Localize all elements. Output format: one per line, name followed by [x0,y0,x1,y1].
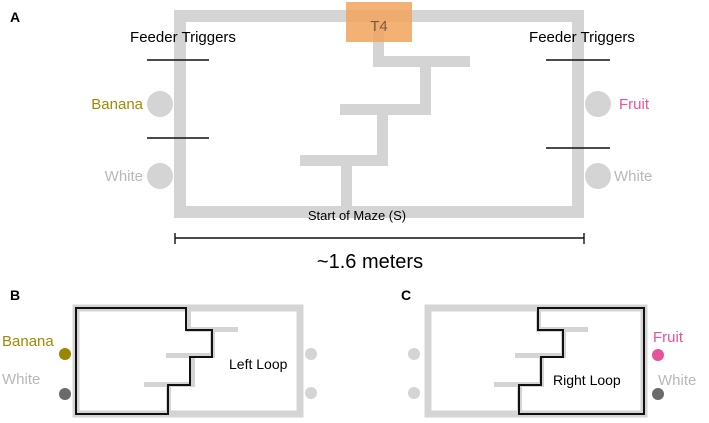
start-of-maze-label: Start of Maze (S) [308,208,406,223]
white-left-label-a: White [105,168,143,185]
feeder-white-c [652,388,664,400]
feeder-fruit-a [585,91,611,117]
t4-label: T4 [370,18,388,35]
panel-c-letter: C [401,287,411,303]
feeder-right-top-b [305,348,317,360]
feeder-white-left-a [147,163,173,189]
white-label-b: White [2,371,40,388]
right-loop-path [518,307,645,415]
feeder-left-bottom-c [408,387,420,399]
feeder-right-bottom-b [305,387,317,399]
feeder-banana-b [59,348,71,360]
feeder-white-right-a [585,163,611,189]
panel-a: A T4 Feeder Triggers Feeder Triggers [10,2,652,273]
left-loop-label: Left Loop [229,356,288,372]
scale-bar [174,233,585,244]
feeder-triggers-left-label: Feeder Triggers [130,29,236,46]
fruit-label-a: Fruit [619,96,650,113]
feeder-left-top-c [408,348,420,360]
panel-c: C Fruit White Right Loop [401,287,696,418]
feeder-triggers-right-label: Feeder Triggers [529,29,635,46]
left-loop-path [75,307,213,415]
white-label-c: White [658,372,696,389]
white-right-label-a: White [614,168,652,185]
maze-staircase [300,16,470,212]
panel-b-letter: B [10,287,20,303]
right-loop-label: Right Loop [553,372,621,388]
banana-label-a: Banana [91,96,143,113]
scale-label: ~1.6 meters [317,251,423,273]
fruit-label-c: Fruit [653,329,684,346]
t4-highlight [346,2,412,42]
trigger-lines [147,59,610,149]
banana-label-b: Banana [2,333,54,350]
feeder-fruit-c [652,349,664,361]
panel-b: B Banana White Left Loop [2,287,317,418]
feeder-banana-a [147,91,173,117]
feeder-white-b [59,388,71,400]
panel-a-letter: A [10,9,20,25]
